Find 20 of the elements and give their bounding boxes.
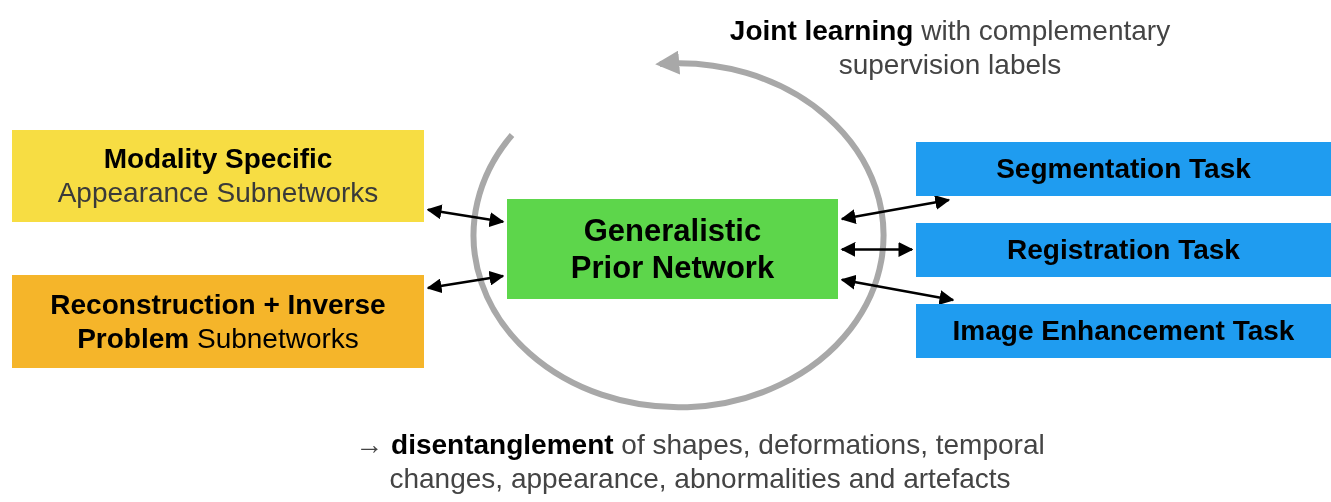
arrow: [426, 270, 505, 294]
box-text: Generalistic Prior Network: [569, 211, 776, 287]
box-text: Segmentation Task: [996, 152, 1251, 186]
box-text: Appearance Subnetworks: [57, 176, 379, 210]
network-box: [507, 199, 838, 299]
task-box: [916, 223, 1331, 277]
module-box: [12, 275, 424, 368]
box-text: Reconstruction + Inverse Problem Subnetworks: [49, 287, 387, 356]
task-box: [916, 142, 1331, 196]
module-box: [12, 130, 424, 222]
note-text: → disentanglement of shapes, deformations, temporal changes, appearance, abnormalities and artefacts: [354, 428, 1046, 496]
box-text: Modality Specific: [103, 142, 333, 176]
arrow: [840, 241, 914, 257]
box-text: Registration Task: [1007, 233, 1240, 267]
box-text: Image Enhancement Task: [952, 314, 1295, 348]
task-box: [916, 304, 1331, 358]
arrow: [426, 204, 505, 228]
arrow: [840, 194, 951, 224]
arrow: [840, 274, 955, 305]
note-text: Joint learning with complementary supervision labels: [728, 14, 1172, 82]
